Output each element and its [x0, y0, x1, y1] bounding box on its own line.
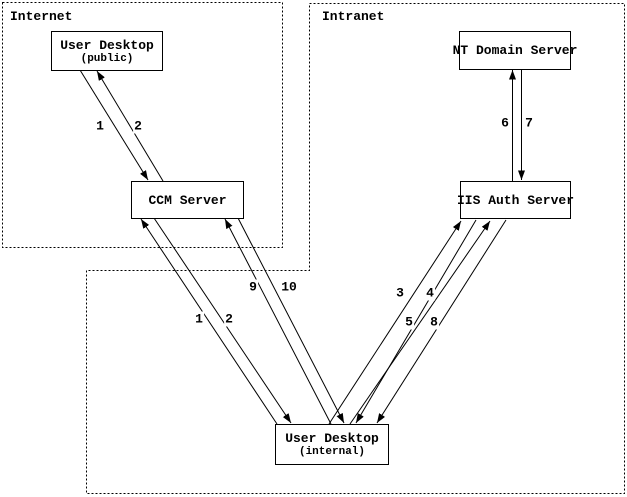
node-label: User Desktop: [285, 431, 379, 446]
arrow-8-iis-to-internal: [376, 219, 507, 424]
node-iis-auth-server: IIS Auth Server: [456, 181, 575, 219]
arrow-label-2-internal: 2: [224, 311, 234, 327]
arrow-label-4: 4: [425, 285, 435, 301]
intranet-zone-label: Intranet: [322, 9, 385, 24]
internet-zone-label: Internet: [10, 9, 73, 24]
arrow-2-ccm-to-internal: [153, 217, 292, 424]
node-label: NT Domain Server: [452, 43, 578, 58]
node-label: User Desktop: [60, 37, 154, 53]
node-sublabel: (internal): [298, 446, 365, 458]
arrow-4-iis-to-internal: [355, 219, 477, 424]
node-user-desktop-public: User Desktop (public): [51, 31, 163, 71]
arrow-5-internal-to-iis: [349, 220, 491, 425]
arrow-3-internal-to-iis: [328, 220, 462, 425]
node-user-desktop-internal: User Desktop (internal): [275, 424, 389, 465]
node-label: CCM Server: [148, 192, 227, 208]
node-ccm-server: CCM Server: [131, 181, 244, 219]
arrow-label-6: 6: [500, 115, 510, 131]
intranet-zone-border: [86, 3, 625, 494]
arrow-label-9: 9: [248, 279, 258, 295]
node-sublabel: (public): [80, 52, 134, 65]
node-label: IIS Auth Server: [456, 192, 575, 208]
arrow-2-ccm-to-public: [96, 70, 164, 182]
arrow-label-2-public: 2: [133, 118, 143, 134]
arrow-1-public-to-ccm: [79, 69, 149, 181]
arrow-label-8: 8: [429, 314, 439, 330]
arrow-label-1-internal: 1: [194, 311, 204, 327]
arrow-label-1-public: 1: [95, 118, 105, 134]
arrow-10-ccm-to-internal: [237, 217, 345, 424]
node-nt-domain-server: NT Domain Server: [453, 31, 577, 70]
arrow-label-7: 7: [524, 115, 534, 131]
internet-zone-border: [2, 2, 283, 248]
arrow-label-5: 5: [404, 314, 414, 330]
arrow-1-internal-to-ccm: [140, 218, 278, 425]
arrow-label-3: 3: [395, 285, 405, 301]
arrow-9-internal-to-ccm: [224, 218, 332, 425]
arrow-label-10: 10: [280, 279, 298, 295]
